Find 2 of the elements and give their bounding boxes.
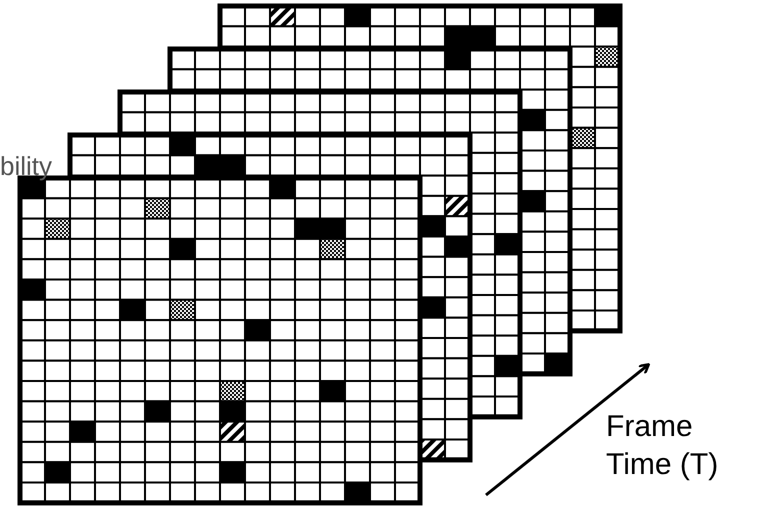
axis-label: Frame Time (T) [606,409,720,482]
label-text: bility [0,150,52,182]
